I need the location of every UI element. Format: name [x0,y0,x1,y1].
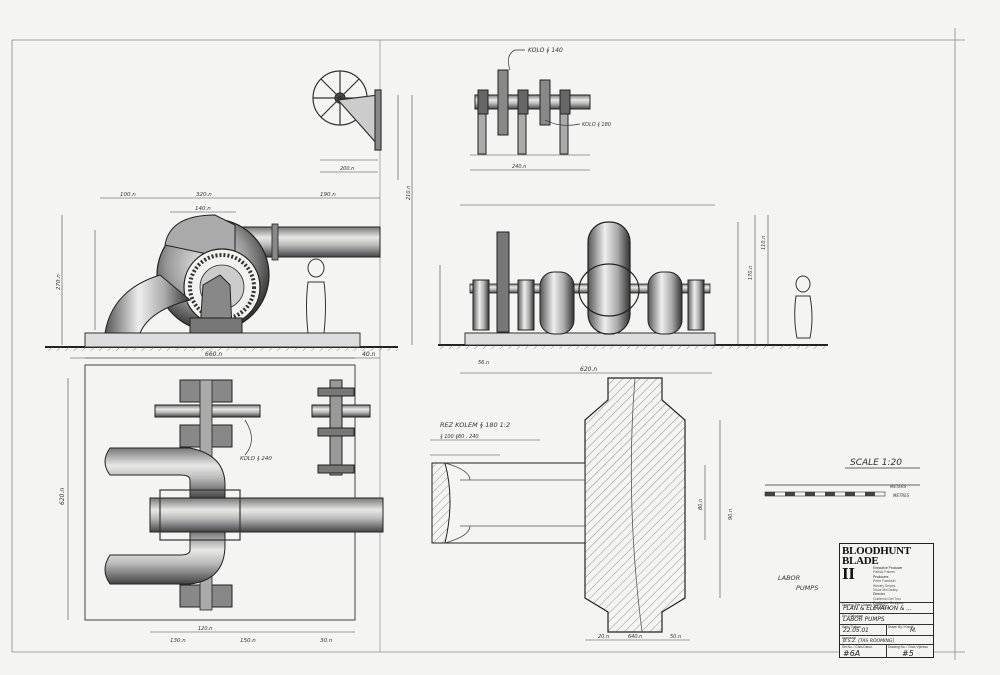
label-section-title: REZ KOLEM ∮ 180 1:2 [440,421,510,429]
dim-270: 270.n [56,274,62,290]
plan-inlet-pipe-lower [104,531,226,585]
drawing-no-value: #5 [902,649,914,658]
label-pumps: PUMPS [796,584,818,592]
label-kolo-180: KOLO ∮ 180 [582,122,611,128]
dim-40: 40.n [362,351,376,358]
scale-metres: METRES [893,493,910,498]
front-elevation-view: 620.n 56.n 170.n 110.n [438,204,828,374]
dim-120-plan: 120.n [198,626,212,632]
credit-role: Executive Producer [873,566,903,570]
set-label: Set / Dekorace [842,614,864,618]
dim-660: 660.n [205,351,222,358]
cross-section-view: 640.n 20.n 50.n 80.n 90.n [430,377,734,641]
drawing-no-label: Drawing No. / Číslo Výkresu [888,645,928,649]
dim-150-plan: 150.n [240,638,256,644]
set-no-label: Set No. / Číslo Dekor. [842,645,873,649]
tb-row-set: Set / Dekorace LABOR PUMPS [840,613,933,624]
logo-numeral: II [842,564,855,583]
drawn-label: Drawn By / Kreslil [888,625,914,629]
dimension-lines-plan [67,357,355,633]
date-label: Date / Datum [842,625,861,629]
flywheel [496,231,510,333]
drawn-value: M. [910,628,917,634]
credit-role: Producers [873,574,889,579]
label-labor: LABOR [778,574,800,582]
logo-line2: BLADE [842,555,879,567]
credit-name: Wesley Snipes [873,583,896,588]
dim-200: 200.n [340,166,354,172]
dimension-lines-section [430,420,721,641]
dim-90-section: 90.n [728,509,734,520]
dim-80-section: 80.n [698,499,704,510]
date-value: 22.05.01 [843,628,869,634]
logo-line1: BLOODHUNT [842,545,911,557]
credit-name: Carol Spier [873,605,890,610]
dim-140: 140.n [195,206,211,212]
dim-130-plan: 130.n [170,638,186,644]
label-kolo-140: KOLO ∮ 140 [528,47,563,54]
credit-name: Victor McGauley [873,588,898,593]
dim-620-plan: 620.n [59,488,66,505]
plan-view: 620.n 130.n 150.n 120.n 30.n [59,357,384,644]
production-logo: BLOODHUNT BLADE II [842,546,911,583]
tb-row-approved: Approved B.S.Z. [TAS ROOMING] [840,635,933,644]
pump-body-left [539,271,575,335]
scale-bar: SCALE 1:20 METERS METRES [764,458,920,498]
credit-name: Peter Frankfurt [873,579,896,584]
base-slab [84,332,361,348]
ground-line-right [438,344,828,349]
dim-20-section: 20.n [598,634,609,640]
tb-row-date: Date / Datum 22.05.01 Drawn By / Kreslil… [840,624,933,636]
plan-inlet-pipe-upper [104,447,226,499]
dim-620: 620.n [580,366,597,373]
inlet-elbow-pipe [104,274,192,334]
pulley-bracket [312,70,382,151]
dim-640-section: 640.n [628,634,642,640]
drawing-title-label: Drawing Title / Název Výkresu [842,603,885,607]
pump-casing-center [587,221,631,335]
credit-name: Guillermo Del Toro [873,596,902,601]
approved-label: Approved [842,636,856,640]
label-kolo-240: KOLO ∮ 240 [240,455,272,462]
label-section-sub: ∮ 100 ∮80 . 240 [440,434,479,440]
scale-meters: METERS [890,484,907,489]
dim-210: 210.n [406,186,412,200]
section-shaft [431,462,586,544]
human-scale-figure-left [306,258,326,334]
pump-body-right [647,271,683,335]
credits-list: Executive Producer Patrick Palmer Produc… [873,566,933,610]
human-scale-figure-right [794,275,813,339]
side-elevation-view: 660.n 40.n 320.n 140.n 190.n 100.n 270.n… [45,70,413,359]
dim-240-top: 240.n [512,164,526,170]
credit-role: Production Designer [873,601,904,606]
credit-name: Patrick Palmer [873,570,896,575]
dim-100: 100.n [120,192,136,198]
dim-56: 56.n [478,360,489,366]
dim-190: 190.n [320,192,336,198]
drawing-title-value: PLAN & ELEVATION & ... [843,606,912,612]
shaft-top-view [470,49,591,171]
dimension-lines-right [439,204,769,374]
bearing-left [472,279,490,331]
tb-row-title: Drawing Title / Název Výkresu PLAN & ELE… [840,602,933,613]
label-scale: SCALE 1:20 [850,458,902,468]
tb-row-numbers: Set No. / Číslo Dekor. #6A Drawing No. /… [840,644,933,658]
dim-110: 110.n [761,236,767,250]
dim-50-section: 50.n [670,634,681,640]
credit-role: Director [873,592,885,597]
dim-320: 320.n [196,192,212,198]
set-value: LABOR PUMPS [843,617,885,623]
plan-outlet-pipe [149,497,384,533]
dim-30-plan: 30.n [320,638,333,644]
set-no-value: #6A [843,649,861,658]
section-hub [584,377,686,633]
title-block: BLOODHUNT BLADE II Executive Producer Pa… [839,543,934,658]
approved-value: B.S.Z. [TAS ROOMING] [843,639,895,644]
dim-170: 170.n [748,266,754,280]
